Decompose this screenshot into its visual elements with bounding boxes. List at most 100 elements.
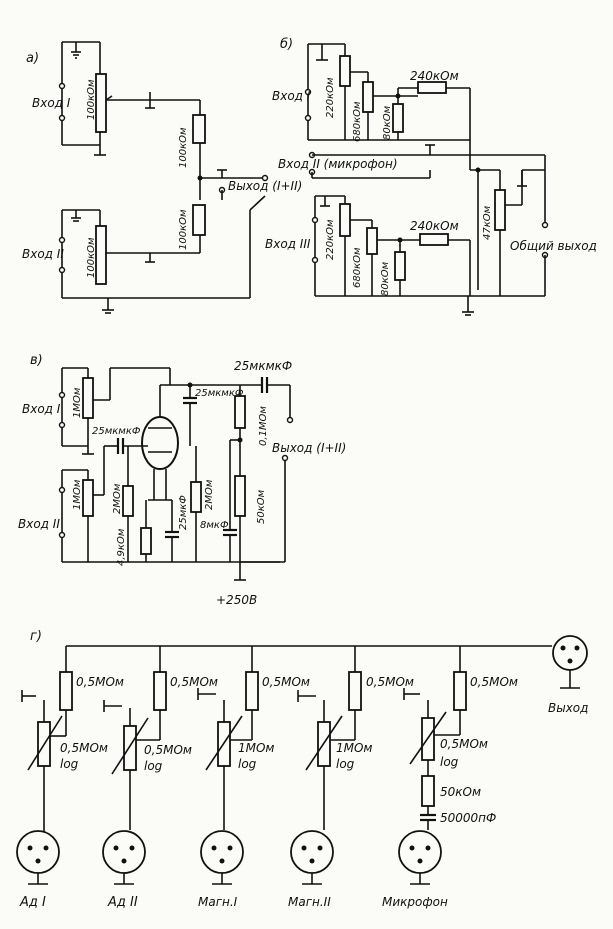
channel-5: 0,5МОм 0,5МОм log 50кОм 50000пФ Микрофон [382, 646, 518, 909]
panel-g-console: г) Выход 0,5МОм 0,5МОм log [16, 629, 588, 910]
panel-b-r-680-top [362, 81, 374, 113]
channel-4: 0,5МОм 1МОм log Магн.II [288, 646, 414, 909]
panel-b-r-240-bottom-label: 240кОм [410, 219, 459, 233]
section-label-g: г) [30, 629, 42, 644]
panel-v-pot-1-label: 1МОм [72, 387, 83, 418]
panel-b-r-680-top-label: 680кОм [352, 101, 363, 142]
section-label-a: а) [26, 51, 39, 66]
channel-5-connector [398, 830, 442, 874]
panel-a-pot-1 [95, 73, 107, 133]
channel-5-mic-resistor [421, 775, 435, 807]
channel-1-connector [16, 830, 60, 874]
panel-b-input-3-label: Вход III [265, 237, 311, 251]
panel-b-r-47 [494, 189, 506, 231]
panel-b-r-80-top [392, 103, 404, 133]
section-label-b: б) [280, 37, 293, 52]
panel-v-r-cathode [140, 527, 152, 555]
channel-3-fader-taper: log [238, 757, 257, 771]
panel-v-tube [141, 416, 179, 470]
panel-v-r-grid-1-label: 2МОм [112, 483, 123, 514]
panel-v-pot-1 [82, 377, 94, 419]
panel-b-r-220-bottom [339, 203, 351, 237]
channel-5-mic-capacitor-label: 50000пФ [440, 811, 496, 825]
panel-v-supply-label: +250В [216, 593, 257, 607]
panel-b-mixer: б) Вход I 220кОм 680кОм 80кОм 240кОм [265, 37, 597, 316]
channel-3-series-resistor [245, 671, 259, 711]
channel-2-fader-taper: log [144, 759, 163, 773]
channel-4-series-resistor [348, 671, 362, 711]
channel-4-connector-label: Магн.II [288, 895, 331, 909]
output-connector [552, 635, 588, 671]
channel-3: 0,5МОм 1МОм log Магн.I [197, 646, 310, 909]
channel-1-fader-taper: log [60, 757, 79, 771]
panel-v-pot-2-label: 1МОм [72, 479, 83, 510]
channel-5-connector-label: Микрофон [382, 895, 448, 909]
panel-a-input-2-label: Вход II [22, 247, 64, 261]
panel-b-r-80-top-label: 80кОм [382, 105, 393, 140]
channel-1-series-resistor-label: 0,5МОм [76, 675, 124, 689]
channel-5-series-resistor-label: 0,5МОм [470, 675, 518, 689]
panel-b-r-240-top-label: 240кОм [410, 69, 459, 83]
panel-v-r-grid-1 [122, 485, 134, 517]
panel-v-r-grid-2-label: 2МОм [204, 479, 215, 510]
panel-b-r-220-bottom-label: 220кОм [325, 219, 336, 260]
panel-v-tube-mixer: в) Вход I 1МОм Вход II 1МОм 25мкмкФ [18, 353, 346, 607]
channel-1: 0,5МОм 0,5МОм log Ад I [16, 646, 124, 910]
channel-4-series-resistor-label: 0,5МОм [366, 675, 414, 689]
panel-a-pot-2-label: 100кОм [86, 237, 97, 278]
channel-3-connector-label: Магн.I [198, 895, 238, 909]
panel-a-pot-2 [95, 225, 107, 285]
panel-b-r-220-top-label: 220кОм [325, 77, 336, 118]
channel-2-fader [123, 725, 137, 771]
channel-1-connector-label: Ад I [19, 895, 46, 910]
channel-5-fader-taper: log [440, 755, 459, 769]
channel-5-mic-resistor-label: 50кОм [440, 785, 481, 799]
channel-2-connector-label: Ад II [107, 895, 138, 910]
panel-a-input-1-label: Вход I [32, 96, 71, 110]
panel-v-input-1-label: Вход I [22, 402, 61, 416]
panel-v-r-cathode-label: 4,9кОм [116, 528, 127, 566]
panel-v-input-2-label: Вход II [18, 517, 60, 531]
panel-v-r-supply-label: 50кОм [256, 489, 267, 524]
channel-3-connector [200, 830, 244, 874]
panel-v-c-out-label: 25мкмкФ [234, 359, 292, 373]
channel-4-connector [290, 830, 334, 874]
channel-2-series-resistor [153, 671, 167, 711]
panel-b-r-240-bottom [419, 233, 449, 246]
section-label-v: в) [30, 353, 43, 368]
panel-b-r-47-label: 47кОм [482, 205, 493, 240]
panel-a-r-top [192, 114, 206, 144]
panel-v-r-anode-label: 0,1МОм [258, 406, 269, 446]
panel-v-r-supply [234, 475, 246, 517]
panel-b-output-label: Общий выход [510, 239, 597, 253]
panel-v-output-label: Выход (I+II) [272, 441, 346, 455]
channel-3-series-resistor-label: 0,5МОм [262, 675, 310, 689]
panel-b-r-240-top [417, 81, 447, 94]
channel-5-fader-value: 0,5МОм [440, 737, 488, 751]
channel-2-series-resistor-label: 0,5МОм [170, 675, 218, 689]
channel-5-series-resistor [453, 671, 467, 711]
panel-a-passive-mixer: а) Вход I 100кОм 100кОм Выход (I+II) 100 [22, 41, 302, 314]
panel-v-c-cathode-label: 25мкФ [178, 495, 189, 530]
panel-b-r-680-bottom [366, 227, 378, 255]
panel-b-input-1-label: Вход I [272, 89, 311, 103]
channel-2-fader-value: 0,5МОм [144, 743, 192, 757]
panel-v-r-anode [234, 395, 246, 429]
panel-b-r-680-bottom-label: 680кОм [352, 247, 363, 288]
channel-2: 0,5МОм 0,5МОм log Ад II [102, 646, 218, 910]
channel-1-series-resistor [59, 671, 73, 711]
panel-b-input-2-label: Вход II (микрофон) [278, 157, 398, 171]
panel-b-r-220-top [339, 55, 351, 87]
panel-v-c-in-label: 25мкмкФ [92, 426, 141, 437]
panel-g-output-label: Выход [548, 701, 588, 715]
channel-4-fader-value: 1МОм [336, 741, 373, 755]
channel-1-fader-value: 0,5МОм [60, 741, 108, 755]
channel-4-fader-taper: log [336, 757, 355, 771]
panel-a-r-top-label: 100кОм [178, 127, 189, 168]
panel-a-r-bottom-label: 100кОм [178, 209, 189, 250]
panel-a-output-label: Выход (I+II) [228, 179, 302, 193]
panel-v-c-top-label: 25мкмкФ [195, 388, 244, 399]
channel-2-connector [102, 830, 146, 874]
